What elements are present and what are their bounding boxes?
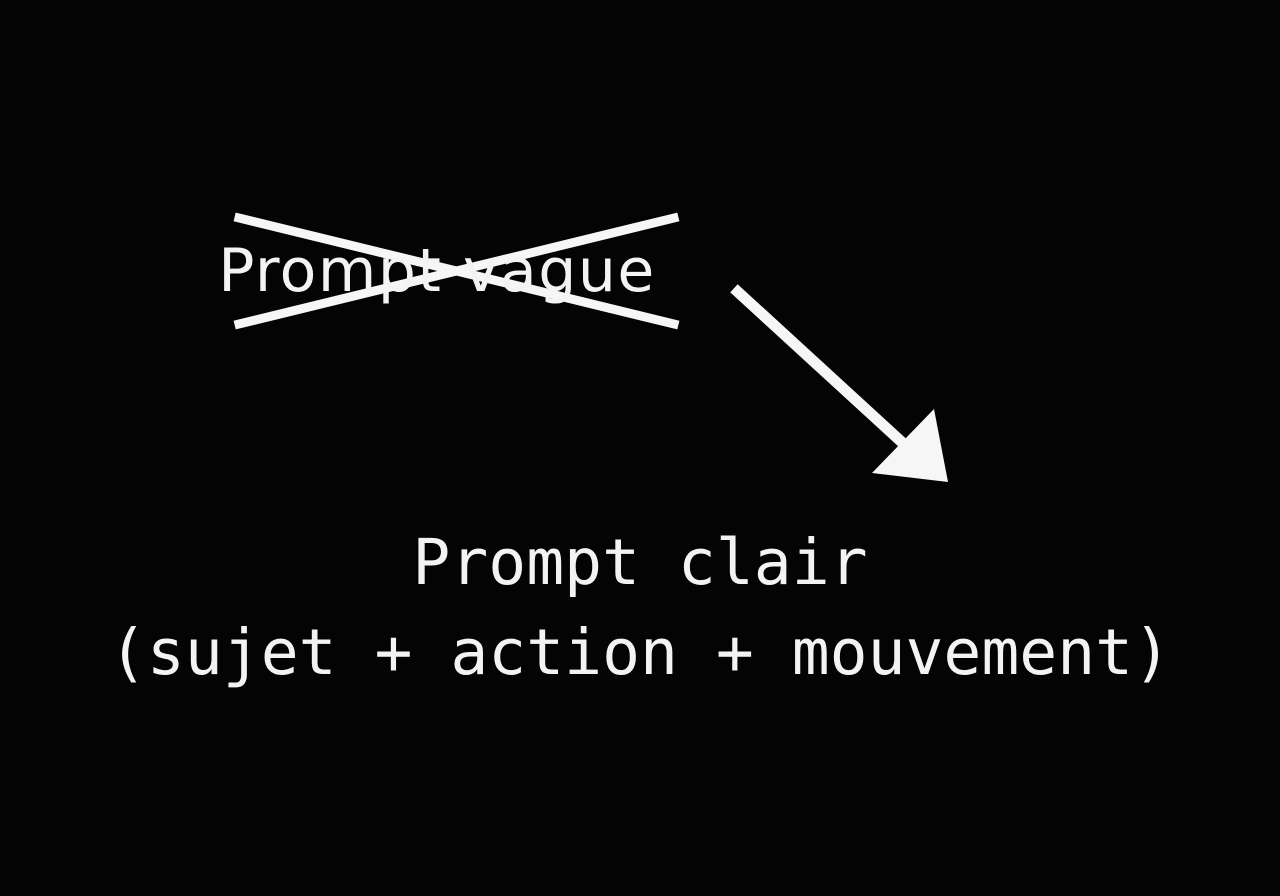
clear-prompt-title: Prompt clair — [412, 526, 868, 599]
clear-prompt-formula: (sujet + action + mouvement) — [108, 616, 1172, 689]
x-cross-line-2 — [233, 212, 680, 330]
arrow-down-right-icon — [730, 284, 948, 482]
vague-prompt-label: Prompt vague — [218, 236, 656, 306]
arrow-shaft — [730, 284, 914, 454]
arrow-head — [872, 409, 948, 482]
clear-prompt-block: Prompt clair (sujet + action + mouvement… — [0, 518, 1280, 698]
x-cross-icon — [233, 212, 680, 330]
